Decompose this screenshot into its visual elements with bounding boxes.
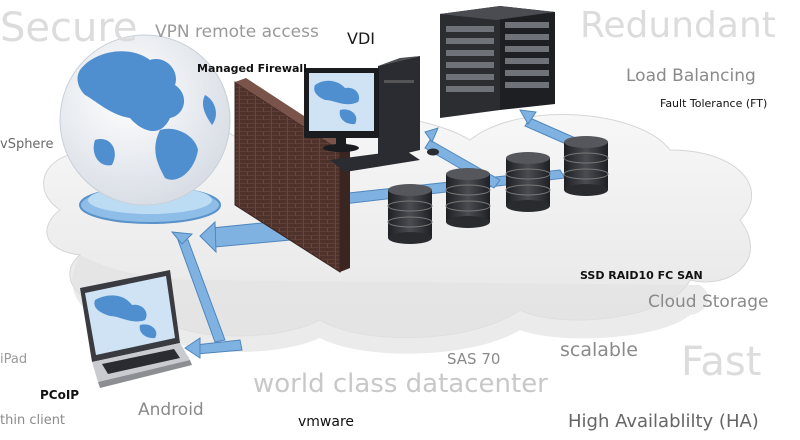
label-managed-firewall: Managed Firewall <box>197 62 307 75</box>
label-cloud-storage: Cloud Storage <box>648 292 769 312</box>
storage-drum-icon <box>387 136 609 244</box>
label-ipad: iPad <box>0 352 28 367</box>
label-load-balancing: Load Balancing <box>626 66 756 86</box>
label-secure: Secure <box>0 5 138 51</box>
laptop-icon <box>80 270 192 388</box>
label-redundant: Redundant <box>580 5 776 46</box>
desktop-computer-icon <box>304 54 440 172</box>
label-scalable: scalable <box>560 339 638 361</box>
label-vdi: VDI <box>347 29 375 48</box>
globe-icon <box>59 34 231 224</box>
label-vmware: vmware <box>298 414 355 430</box>
label-pcoip: PCoIP <box>40 388 80 402</box>
label-sas70: SAS 70 <box>447 350 501 368</box>
label-fault-tolerance: Fault Tolerance (FT) <box>660 97 768 110</box>
label-fast: Fast <box>681 339 762 385</box>
label-vpn-remote-access: VPN remote access <box>155 22 319 42</box>
label-ssd-san: SSD RAID10 FC SAN <box>580 269 703 282</box>
label-android: Android <box>138 400 204 420</box>
label-world-class: world class datacenter <box>253 369 548 399</box>
label-vsphere: vSphere <box>0 137 54 152</box>
server-rack-icon <box>440 6 555 118</box>
label-high-availability: High Availablilty (HA) <box>568 411 759 432</box>
label-thin-client: thin client <box>0 413 66 428</box>
